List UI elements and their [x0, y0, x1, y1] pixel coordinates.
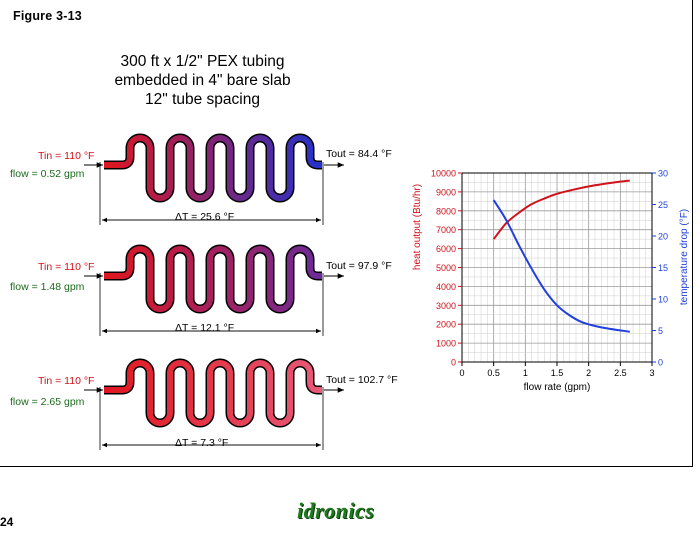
- y-tick-label-left: 9000: [436, 187, 456, 197]
- tube-2: [104, 246, 322, 312]
- page-number: 24: [0, 515, 14, 529]
- y-tick-label-right: 10: [658, 295, 668, 305]
- heat-output-curve: [492, 179, 630, 240]
- y-tick-label-right: 25: [658, 200, 668, 210]
- case3-tin: Tin = 110 °F: [38, 375, 95, 387]
- case1-tin: Tin = 110 °F: [38, 150, 95, 162]
- y-tick-label-left: 8000: [436, 206, 456, 216]
- case3-flow: flow = 2.65 gpm: [10, 396, 85, 408]
- title-line-1: 300 ft x 1/2" PEX tubing: [120, 53, 285, 70]
- case2-delta-t: ΔT = 12.1 °F: [175, 322, 235, 334]
- x-tick-label: 2: [586, 368, 591, 378]
- idronics-logo: idronics: [297, 498, 375, 523]
- y-tick-label-right: 20: [658, 232, 668, 242]
- x-tick-label: 1: [523, 368, 528, 378]
- tube-1: [104, 135, 322, 201]
- case1-flow: flow = 0.52 gpm: [10, 168, 85, 180]
- case2-tout: Tout = 97.9 °F: [326, 260, 392, 272]
- y-tick-label-left: 7000: [436, 225, 456, 235]
- figure-label: Figure 3-13: [13, 9, 82, 23]
- y-axis-label-right: temperature drop (°F): [679, 209, 690, 305]
- case2-flow: flow = 1.48 gpm: [10, 281, 85, 293]
- y-tick-label-left: 5000: [436, 263, 456, 273]
- y-tick-label-left: 1000: [436, 339, 456, 349]
- x-axis-label: flow rate (gpm): [524, 382, 591, 393]
- y-tick-label-left: 4000: [436, 282, 456, 292]
- y-tick-label-left: 2000: [436, 320, 456, 330]
- x-tick-label: 0.5: [487, 368, 500, 378]
- title-line-3: 12" tube spacing: [145, 91, 260, 108]
- y-tick-label-right: 30: [658, 169, 668, 179]
- title-line-2: embedded in 4" bare slab: [114, 72, 291, 89]
- y-tick-label-right: 5: [658, 326, 663, 336]
- flow-rate-chart: heat output (Btu/hr) temperature drop (°…: [412, 169, 690, 394]
- y-tick-label-left: 0: [451, 358, 456, 368]
- y-axis-label-left: heat output (Btu/hr): [412, 184, 423, 270]
- case1-delta-t: ΔT = 25.6 °F: [175, 211, 235, 223]
- case1-tout: Tout = 84.4 °F: [326, 148, 392, 160]
- x-tick-label: 2.5: [614, 368, 627, 378]
- x-tick-label: 3: [649, 368, 654, 378]
- temperature-drop-curve: [492, 199, 630, 333]
- figure-frame: [0, 0, 693, 467]
- y-tick-label-right: 15: [658, 263, 668, 273]
- tubing-diagrams: [84, 133, 344, 450]
- tube-3: [104, 360, 322, 426]
- case3-delta-t: ΔT = 7.3 °F: [175, 437, 229, 449]
- y-tick-label-left: 10000: [431, 169, 456, 179]
- case3-tout: Tout = 102.7 °F: [326, 374, 398, 386]
- x-tick-label: 0: [459, 368, 464, 378]
- diagram-title: 300 ft x 1/2" PEX tubing embedded in 4" …: [95, 52, 310, 109]
- y-tick-label-left: 6000: [436, 244, 456, 254]
- y-tick-label-right: 0: [658, 358, 663, 368]
- y-tick-label-left: 3000: [436, 301, 456, 311]
- x-tick-label: 1.5: [551, 368, 564, 378]
- case2-tin: Tin = 110 °F: [38, 261, 95, 273]
